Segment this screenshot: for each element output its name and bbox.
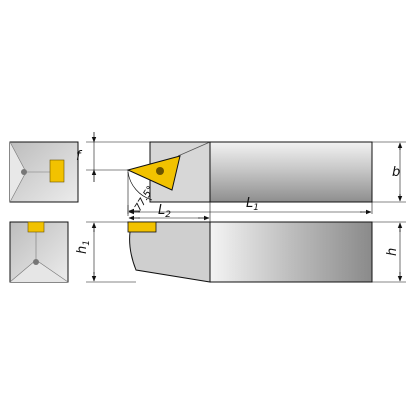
dimension-b: b [372, 141, 406, 203]
dimension-h1: h1 [75, 221, 136, 283]
insert-top-view [126, 155, 181, 191]
insert-end-view-side [27, 221, 45, 233]
dimension-L2: L2 [128, 202, 211, 222]
end-view-side [9, 221, 69, 283]
label-f: f [76, 149, 83, 164]
shank-top-view [126, 141, 373, 203]
insert-screw-icon [156, 167, 164, 175]
label-b: b [392, 165, 400, 180]
label-h: h [385, 248, 400, 256]
shank-side-view [127, 221, 373, 283]
label-L1: L1 [246, 196, 259, 213]
label-L2: L2 [158, 203, 171, 220]
dimension-h: h [372, 221, 406, 283]
label-h1: h1 [75, 240, 92, 254]
dimension-L1: L1 [127, 196, 373, 216]
end-view-top [9, 141, 79, 203]
dimension-f: f [76, 132, 210, 182]
insert-side-view [127, 221, 157, 233]
insert-end-view-top [49, 159, 65, 183]
